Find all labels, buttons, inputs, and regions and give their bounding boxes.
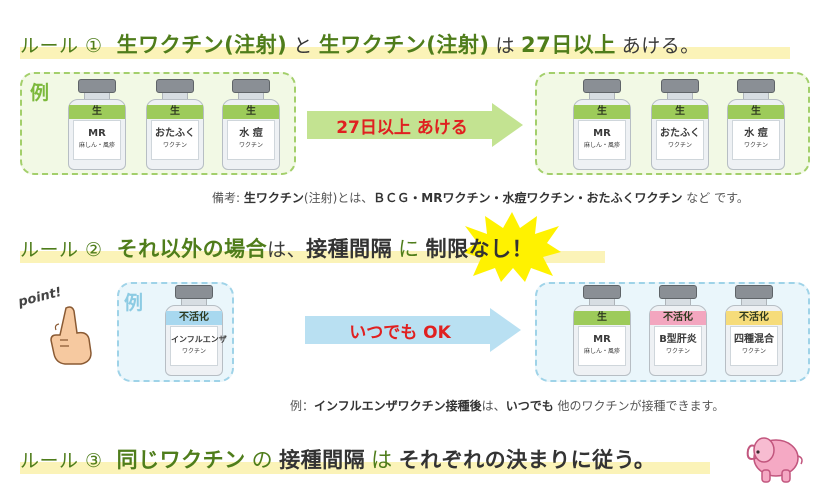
note-1-bold1: 生ワクチン [243,191,304,205]
example-label-1: 例 [30,82,50,104]
vial-sub: ワクチン [162,142,187,149]
rule-1-heading: ルール ① 生ワクチン(注射) と 生ワクチン(注射) は 27日以上 あける。 [20,29,790,59]
vial-sub: ワクチン [665,348,690,355]
rule-3-mid: の [251,448,274,472]
note-1: 備考: 生ワクチン(注射)とは、ＢＣＧ・MRワクチン・水痘ワクチン・おたふくワク… [212,189,749,206]
vial-band: 生 [574,311,630,325]
arrow-right-icon [307,103,523,147]
vial-name: おたふく [660,128,700,139]
vial-name: MR [593,334,611,345]
elephant-icon [746,437,803,483]
arrow-27-days: 27日以上 あける [307,103,525,147]
vial-name: インフルエンザ [171,335,227,344]
vial-mr-3: 生 MR 麻しん・風疹 [571,285,633,377]
vial-sub: ワクチン [741,348,766,355]
rule-3-mid2: は [371,448,393,472]
vial-mr-2: 生 MR 麻しん・風疹 [571,79,633,171]
example-label-2: 例 [124,292,144,314]
rule-3-prefix: ルール ③ [20,449,103,472]
rule-2-mid: は、 [267,238,307,261]
rule-1-prefix: ルール ① [20,34,103,57]
vial-mr-1: 生 MR 麻しん・風疹 [66,79,128,171]
vial-sub: ワクチン [667,142,692,149]
rule-3-heading: ルール ③ 同じワクチン の 接種間隔 は それぞれの決まりに従う。 [20,444,710,474]
note-2-text2: 他のワクチンが接種できます。 [557,399,725,413]
vial-band: 生 [69,105,125,119]
rule-3-part2: 接種間隔 [279,448,366,472]
vial-dtp: 不活化 四種混合ワクチン [723,285,785,377]
vial-name: おたふく [155,128,195,139]
vial-band: 生 [574,105,630,119]
vial-sub: ワクチン [743,142,768,149]
vial-band: 不活化 [166,311,222,325]
vial-name: MR [88,128,106,139]
rule-2-part3: 制限なし！ [425,237,534,261]
vial-band: 不活化 [650,311,706,325]
vial-sub: 麻しん・風疹 [583,348,620,355]
vial-mumps-1: 生 おたふくワクチン [144,79,206,171]
note-2: 例：インフルエンザワクチン接種後は、いつでも 他のワクチンが接種できます。 [290,397,724,414]
rule-3-part1: 同じワクチン [116,448,246,472]
rule-2-prefix: ルール ② [20,238,103,261]
rule-1-part1: 生ワクチン(注射) [116,33,288,57]
burst-starburst-icon [463,212,561,282]
vial-sub: ワクチン [238,142,263,149]
rule-1-suffix: あける。 [621,34,700,57]
pointing-hand-icon [50,306,92,365]
note-2-bold1: インフルエンザワクチン接種後 [314,399,482,413]
rule-1-mid: と [293,34,313,57]
vial-name: MR [593,128,611,139]
vial-sub: 麻しん・風疹 [583,142,620,149]
rule-2-heading: ルール ② それ以外の場合 は、 接種間隔 に 制限なし！ [20,233,605,263]
arrow-right-icon [305,308,521,352]
note-1-text1: (注射)とは、 [303,191,374,205]
vial-band: 生 [223,105,279,119]
arrow-2-label: いつでも OK [349,322,451,343]
vial-name: 水 痘 [744,128,768,139]
note-1-text2: など です。 [686,191,749,205]
rule-2-mid2: に [398,237,420,261]
vial-band: 生 [728,105,784,119]
vial-sub: 麻しん・風疹 [78,142,115,149]
note-1-bold2: ＢＣＧ・MRワクチン・水痘ワクチン・おたふくワクチン [373,191,683,205]
vial-band: 生 [147,105,203,119]
note-2-prefix: 例： [290,399,315,413]
note-2-text1: は、 [481,399,506,413]
rule-3-part3: それぞれの決まりに従う。 [398,448,656,472]
rule-1-part3: 27日以上 [521,33,616,57]
rule-1-mid2: は [495,34,516,57]
vial-band: 生 [652,105,708,119]
arrow-anytime: いつでも OK [305,308,523,352]
vial-varicella-2: 生 水 痘ワクチン [725,79,787,171]
vial-hepb: 不活化 B型肝炎ワクチン [647,285,709,377]
vial-flu: 不活化 インフルエンザワクチン [163,285,227,377]
vial-varicella-1: 生 水 痘ワクチン [220,79,282,171]
vial-mumps-2: 生 おたふくワクチン [649,79,711,171]
arrow-1-label: 27日以上 あける [336,117,468,138]
rule-2-part2: 接種間隔 [306,237,393,261]
vial-name: 四種混合 [734,334,774,345]
vial-band: 不活化 [726,311,782,325]
vial-name: B型肝炎 [659,334,697,345]
note-2-bold2: いつでも [505,399,554,413]
rule-1-part2: 生ワクチン(注射) [318,33,490,57]
vial-name: 水 痘 [239,128,263,139]
vial-sub: ワクチン [181,348,206,355]
rule-2-part1: それ以外の場合 [116,237,268,261]
note-1-prefix: 備考: [212,191,241,205]
